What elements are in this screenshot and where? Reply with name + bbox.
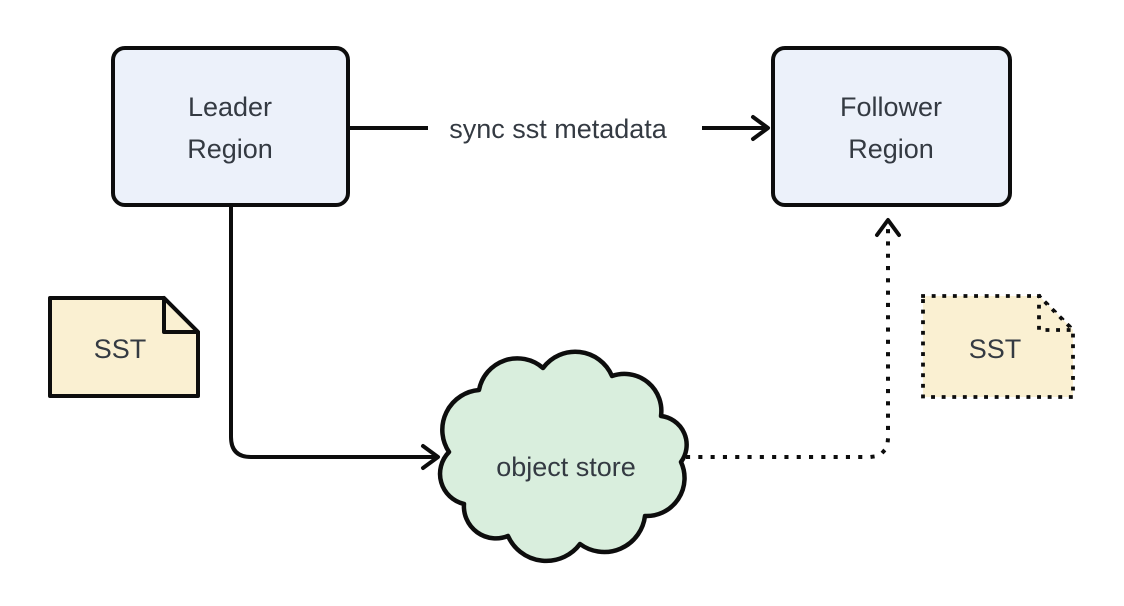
follower-region-node: Follower Region <box>771 46 1012 207</box>
follower-region-label-line1: Follower <box>840 92 942 122</box>
sst-document-right-fold-icon <box>1037 294 1075 332</box>
object-store-cloud-icon <box>437 349 689 564</box>
sst-document-right-body <box>921 294 1075 399</box>
sst-document-left-label: SST <box>94 334 147 364</box>
leader-region-box <box>111 46 350 207</box>
object-store-label: object store <box>496 452 636 482</box>
follower-region-label-line2: Region <box>848 134 934 164</box>
leader-region-label-line1: Leader <box>188 92 272 122</box>
leader-to-object-store-edge <box>229 207 440 470</box>
sst-document-left-body <box>48 296 200 398</box>
sst-document-right: SST <box>921 294 1075 399</box>
sst-document-left-fold-icon <box>162 296 200 334</box>
object-store-to-follower-edge <box>686 218 901 459</box>
sync-metadata-edge-label: sync sst metadata <box>449 114 668 144</box>
sst-document-right-label: SST <box>969 334 1022 364</box>
object-store-node: object store <box>437 349 689 564</box>
leader-region-node: Leader Region <box>111 46 350 207</box>
leader-region-label-line2: Region <box>187 134 273 164</box>
sync-metadata-edge: sync sst metadata <box>348 114 770 144</box>
follower-region-box <box>771 46 1012 207</box>
sst-document-left: SST <box>48 296 200 398</box>
